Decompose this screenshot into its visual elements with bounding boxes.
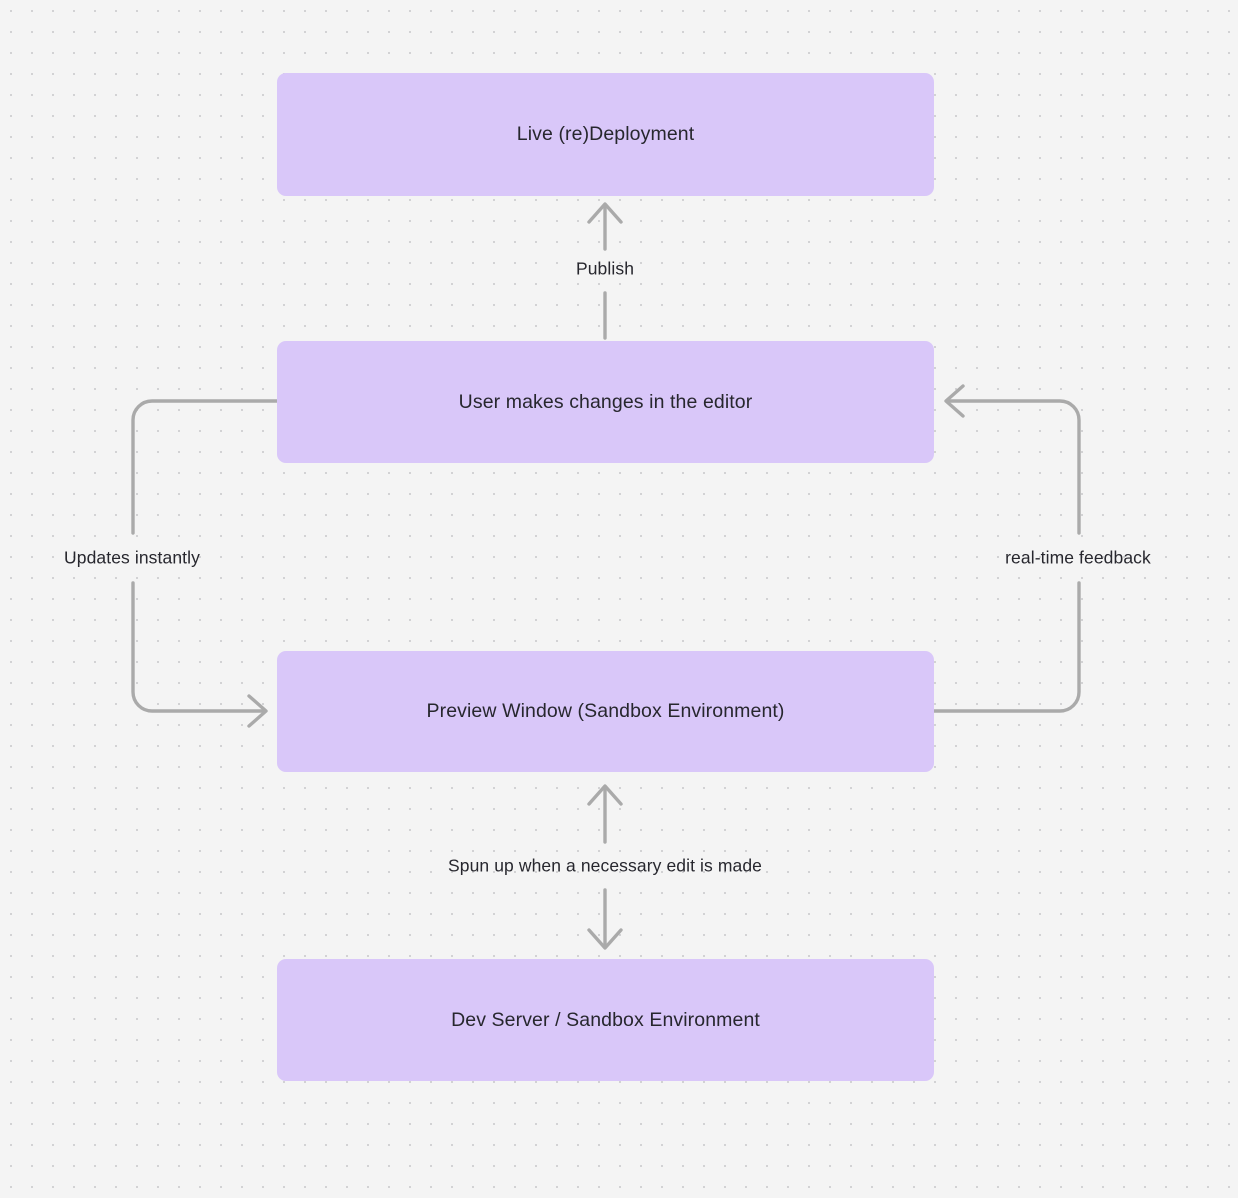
edge-label-publish: Publish [575,258,635,279]
edge-label-updates-instantly: Updates instantly [64,547,200,568]
node-dev-server[interactable]: Dev Server / Sandbox Environment [277,959,934,1081]
node-live-deployment-label: Live (re)Deployment [516,123,695,145]
node-user-edits-label: User makes changes in the editor [458,390,753,413]
edge-label-spun-up: Spun up when a necessary edit is made [447,855,763,876]
node-preview-window-label: Preview Window (Sandbox Environment) [426,700,785,722]
edge-label-real-time-feedback: real-time feedback [1005,547,1151,568]
node-dev-server-label: Dev Server / Sandbox Environment [451,1008,760,1031]
node-live-deployment[interactable]: Live (re)Deployment [277,73,934,196]
node-preview-window[interactable]: Preview Window (Sandbox Environment) [277,651,934,772]
node-user-edits[interactable]: User makes changes in the editor [277,341,934,463]
